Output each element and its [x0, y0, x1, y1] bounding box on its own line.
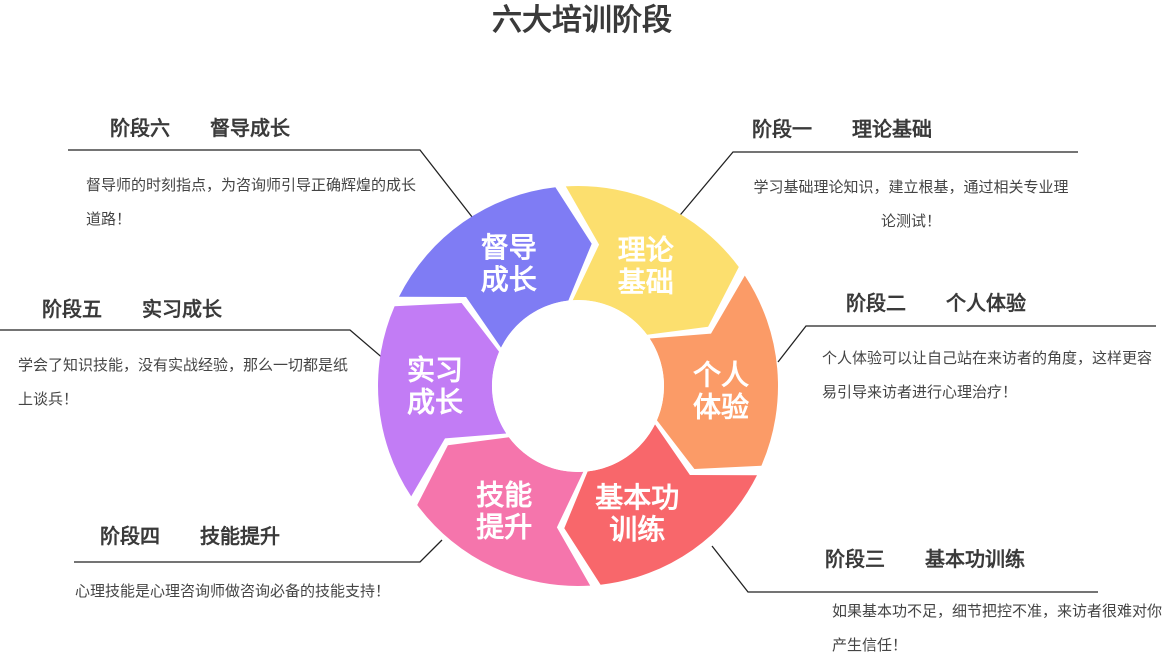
wheel-segment-label-line2: 成长	[407, 386, 463, 419]
stage-4-description: 心理技能是心理咨询师做咨询必备的技能支持！	[75, 582, 391, 600]
wheel-segment-label-2: 个人体验	[693, 359, 749, 424]
stage-4-number: 阶段四	[100, 524, 160, 548]
wheel-segment-label-line1: 基本功	[595, 481, 679, 514]
wheel-segment-1	[565, 186, 739, 335]
page-title: 六大培训阶段	[492, 3, 672, 38]
wheel-segment-label-line2: 训练	[609, 513, 665, 546]
wheel-segment-label-line1: 理论	[618, 233, 675, 266]
stage-4-heading: 阶段四 技能提升	[100, 523, 280, 549]
connector-line-stage-4	[74, 539, 443, 563]
wheel-segment-label-1: 理论基础	[618, 233, 675, 298]
wheel-segment-3	[564, 424, 757, 585]
wheel-segment-label-line2: 基础	[618, 265, 674, 298]
stage-1-heading: 阶段一 理论基础	[752, 116, 932, 142]
wheel-segment-label-line1: 个人	[693, 359, 749, 392]
wheel-segment-label-line1: 实习	[407, 354, 463, 387]
stage-2-heading: 阶段二 个人体验	[846, 290, 1026, 316]
wheel-segment-4	[417, 437, 591, 586]
stage-3-number: 阶段三	[825, 547, 885, 571]
wheel-segment-label-3: 基本功训练	[595, 481, 679, 546]
stage-5-description: 学会了知识技能，没有实战经验，那么一切都是纸上谈兵！	[18, 356, 349, 408]
wheel-segment-6	[399, 187, 592, 348]
stage-4-name: 技能提升	[200, 524, 280, 548]
wheel-segment-label-6: 督导成长	[481, 231, 537, 296]
connector-line-stage-6	[68, 149, 477, 223]
stage-5-number: 阶段五	[42, 297, 102, 321]
stage-3-heading: 阶段三 基本功训练	[825, 546, 1025, 572]
wheel-segment-label-line1: 技能	[476, 479, 532, 512]
stage-6-description: 督导师的时刻指点，为咨询师引导正确辉煌的成长道路！	[86, 176, 417, 228]
wheel-segment-label-4: 技能提升	[476, 479, 532, 544]
stage-5-heading: 阶段五 实习成长	[42, 296, 222, 322]
wheel-segment-label-5: 实习成长	[407, 354, 463, 419]
connector-line-stage-1	[675, 151, 1078, 221]
stage-5-name: 实习成长	[142, 297, 222, 321]
connector-line-stage-2	[777, 325, 1156, 363]
stage-2-name: 个人体验	[946, 291, 1026, 315]
connector-line-stage-5	[0, 329, 386, 361]
wheel-segment-label-line1: 督导	[481, 231, 537, 264]
stage-2-description: 个人体验可以让自己站在来访者的角度，这样更容易引导来访者进行心理治疗！	[822, 349, 1153, 401]
stage-6-number: 阶段六	[110, 116, 170, 140]
stage-6-heading: 阶段六 督导成长	[110, 115, 290, 141]
wheel-center	[492, 300, 664, 472]
stage-3-description: 如果基本功不足，细节把控不准，来访者很难对你产生信任！	[832, 602, 1163, 654]
stage-1-name: 理论基础	[852, 117, 932, 141]
stage-6-name: 督导成长	[210, 116, 290, 140]
stage-1-number: 阶段一	[752, 117, 812, 141]
wheel-segment-label-line2: 成长	[481, 263, 537, 296]
stage-2-number: 阶段二	[846, 291, 906, 315]
connector-line-stage-3	[711, 545, 1098, 593]
wheel-segment-2	[649, 275, 778, 469]
wheel-segment-label-line2: 体验	[693, 391, 749, 424]
stage-1-description: 学习基础理论知识，建立根基，通过相关专业理论测试！	[753, 178, 1069, 230]
wheel-segment-label-line2: 提升	[476, 511, 532, 544]
stage-3-name: 基本功训练	[925, 547, 1025, 571]
wheel-segment-5	[378, 303, 507, 497]
